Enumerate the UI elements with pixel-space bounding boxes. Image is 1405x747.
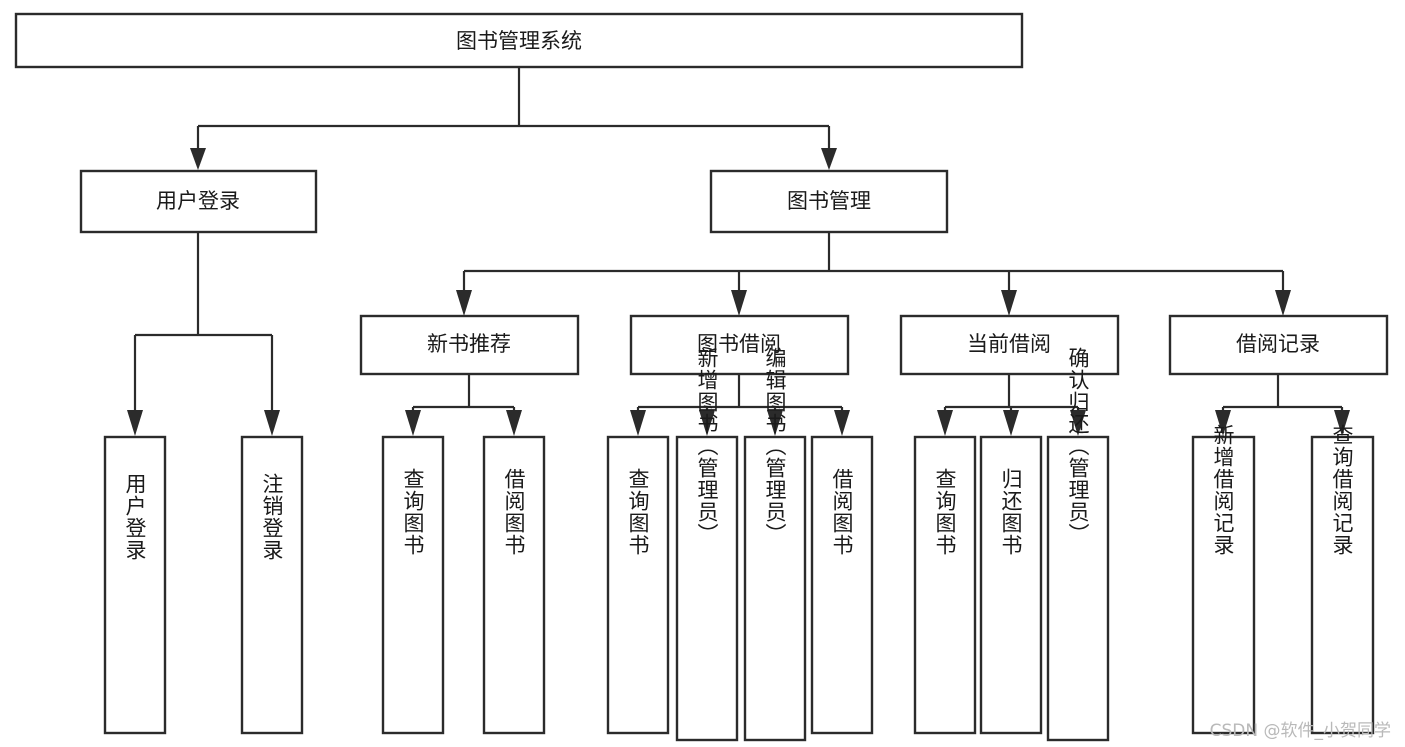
leaf-nb-borrow-book-box[interactable] [482, 435, 546, 735]
leaf-bb-edit-book-admin-box[interactable] [743, 435, 807, 742]
leaf-cb-return-book-label: 归还图书 [999, 468, 1023, 556]
node-book-management[interactable]: 图书管理 [709, 169, 949, 234]
node-new-book-recommend-box[interactable] [359, 314, 580, 376]
leaf-bb-borrow-book[interactable]: 借阅图书 [810, 435, 874, 735]
leaf-br-query-record-box[interactable] [1310, 435, 1375, 735]
leaf-bb-add-book-admin-label: 新增图书（管理员） [695, 347, 719, 545]
node-book-borrow-label: 图书借阅 [697, 332, 781, 356]
node-borrow-record[interactable]: 借阅记录 [1168, 314, 1389, 376]
leaf-cb-query-book-box[interactable] [913, 435, 977, 735]
node-new-book-recommend[interactable]: 新书推荐 [359, 314, 580, 376]
node-user-login[interactable]: 用户登录 [79, 169, 318, 234]
node-user-login-box[interactable] [79, 169, 318, 234]
node-current-borrow-label: 当前借阅 [967, 332, 1051, 356]
arrow-leaf-cb-confirm [1070, 410, 1086, 436]
leaf-nb-borrow-book-label: 借阅图书 [502, 468, 526, 556]
node-borrow-record-label: 借阅记录 [1236, 332, 1320, 356]
arrow-to-borrow-record [1275, 290, 1291, 316]
leaf-cb-query-book-label: 查询图书 [933, 468, 957, 556]
leaf-cb-query-book[interactable]: 查询图书 [913, 435, 977, 735]
arrow-to-new-book [456, 290, 472, 316]
leaf-nb-query-book-label: 查询图书 [401, 468, 425, 556]
arrow-leaf-logout [264, 410, 280, 436]
leaf-bb-add-book-admin[interactable]: 新增图书（管理员） [675, 347, 739, 742]
leaf-br-add-record-label: 新增借阅记录 [1211, 424, 1235, 556]
node-borrow-record-box[interactable] [1168, 314, 1389, 376]
arrow-leaf-br-add [1215, 410, 1231, 436]
node-new-book-recommend-label: 新书推荐 [427, 332, 511, 356]
connector-layer [127, 67, 1350, 436]
leaf-bb-query-book-label: 查询图书 [626, 468, 650, 556]
leaf-logout[interactable]: 注销登录 [240, 435, 304, 735]
node-current-borrow[interactable]: 当前借阅 [899, 314, 1120, 376]
leaf-bb-borrow-book-box[interactable] [810, 435, 874, 735]
arrow-to-book-borrow [731, 290, 747, 316]
node-current-borrow-box[interactable] [899, 314, 1120, 376]
leaf-bb-query-book-box[interactable] [606, 435, 670, 735]
leaf-user-login-label: 用户登录 [123, 473, 147, 561]
arrow-leaf-cb-query [937, 410, 953, 436]
node-book-borrow[interactable]: 图书借阅 [629, 314, 850, 376]
leaf-bb-edit-book-admin[interactable]: 编辑图书（管理员） [743, 347, 807, 742]
arrow-leaf-nb-query [405, 410, 421, 436]
arrow-to-user-login [190, 148, 206, 170]
node-book-management-label: 图书管理 [787, 189, 871, 213]
leaf-br-query-record[interactable]: 查询借阅记录 [1310, 424, 1375, 735]
arrow-leaf-bb-edit [767, 410, 783, 436]
arrow-leaf-cb-return [1003, 410, 1019, 436]
arrow-to-current-borrow [1001, 290, 1017, 316]
leaf-bb-borrow-book-label: 借阅图书 [830, 468, 854, 556]
arrow-leaf-br-query [1334, 410, 1350, 436]
leaf-cb-confirm-return-admin-box[interactable] [1046, 435, 1110, 742]
arrow-leaf-user-login [127, 410, 143, 436]
leaf-logout-label: 注销登录 [260, 473, 284, 561]
node-user-login-label: 用户登录 [156, 189, 240, 213]
leaf-cb-return-book[interactable]: 归还图书 [979, 435, 1043, 735]
leaf-bb-edit-book-admin-label: 编辑图书（管理员） [763, 347, 787, 545]
leaf-user-login[interactable]: 用户登录 [103, 435, 167, 735]
leaf-cb-return-book-box[interactable] [979, 435, 1043, 735]
leaf-bb-add-book-admin-box[interactable] [675, 435, 739, 742]
arrow-leaf-bb-add [699, 410, 715, 436]
leaf-br-add-record-box[interactable] [1191, 435, 1256, 735]
leaf-nb-query-book[interactable]: 查询图书 [381, 435, 445, 735]
leaf-bb-query-book[interactable]: 查询图书 [606, 435, 670, 735]
node-root-system-label: 图书管理系统 [456, 29, 582, 53]
node-book-borrow-box[interactable] [629, 314, 850, 376]
leaf-nb-query-book-box[interactable] [381, 435, 445, 735]
node-root-system[interactable]: 图书管理系统 [14, 12, 1024, 69]
arrow-leaf-bb-borrow [834, 410, 850, 436]
arrow-to-book-manage [821, 148, 837, 170]
arrow-leaf-bb-query [630, 410, 646, 436]
leaf-nb-borrow-book[interactable]: 借阅图书 [482, 435, 546, 735]
leaf-user-login-box[interactable] [103, 435, 167, 735]
leaf-cb-confirm-return-admin-label: 确认归还（管理员） [1066, 347, 1090, 545]
leaf-br-add-record[interactable]: 新增借阅记录 [1191, 424, 1256, 735]
leaf-cb-confirm-return-admin[interactable]: 确认归还（管理员） [1046, 347, 1110, 742]
leaf-logout-box[interactable] [240, 435, 304, 735]
arrow-leaf-nb-borrow [506, 410, 522, 436]
node-root-system-box[interactable] [14, 12, 1024, 69]
leaf-br-query-record-label: 查询借阅记录 [1330, 424, 1354, 556]
node-book-management-box[interactable] [709, 169, 949, 234]
